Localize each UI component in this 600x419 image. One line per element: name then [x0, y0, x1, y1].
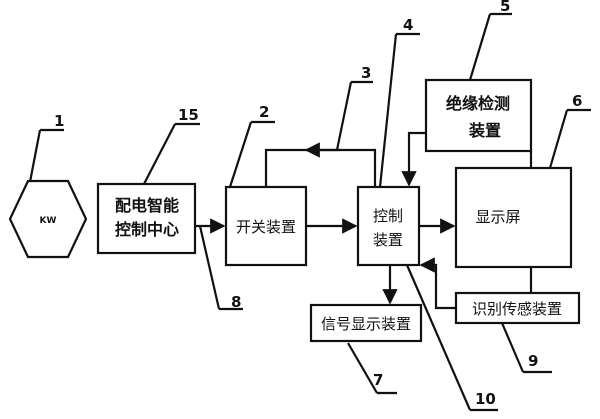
callout-number-4: 4: [403, 16, 413, 34]
callout-number-1: 1: [54, 112, 64, 130]
link-insulation-to-control: [401, 131, 426, 187]
signal-display-box: 信号显示装置: [309, 303, 423, 343]
link-control-feedback-to-switch: [264, 148, 377, 187]
identify-sensor-box: 识别传感装置: [454, 291, 581, 325]
callout-number-10: 10: [475, 390, 496, 408]
display-screen-box: 显示屏: [454, 166, 573, 269]
control-device-box: 控制 装置: [356, 185, 421, 267]
callout-number-2: 2: [259, 103, 269, 121]
connections: [195, 131, 533, 310]
smart-control-center-box: 配电智能 控制中心: [96, 182, 197, 255]
display-screen-label: 显示屏: [475, 208, 520, 226]
callout-number-7: 7: [373, 371, 383, 389]
control-device-line2: 装置: [373, 231, 403, 249]
link-sensor-to-control: [419, 257, 456, 310]
control-device-line1: 控制: [373, 207, 403, 225]
callout-number-15: 15: [178, 106, 199, 124]
smart-center-line2: 控制中心: [115, 220, 179, 239]
kw-label: KW: [40, 216, 57, 226]
identify-sensor-label: 识别传感装置: [472, 300, 562, 318]
callout-number-8: 8: [231, 293, 241, 311]
callouts: 1 15 2 3 4 5 6 8 7 9 10: [28, 0, 591, 412]
insulation-detection-box: 绝缘检测 装置: [424, 78, 533, 153]
smart-center-line1: 配电智能: [115, 196, 179, 215]
kw-source: KW: [8, 179, 88, 259]
callout-number-9: 9: [528, 352, 538, 370]
callout-number-6: 6: [572, 92, 582, 110]
switch-device-box: 开关装置: [224, 185, 308, 267]
signal-display-label: 信号显示装置: [321, 315, 411, 333]
insulation-line2: 装置: [468, 121, 501, 140]
insulation-line1: 绝缘检测: [446, 94, 510, 113]
callout-number-3: 3: [361, 64, 371, 82]
switch-device-label: 开关装置: [236, 218, 296, 236]
callout-number-5: 5: [500, 0, 510, 15]
